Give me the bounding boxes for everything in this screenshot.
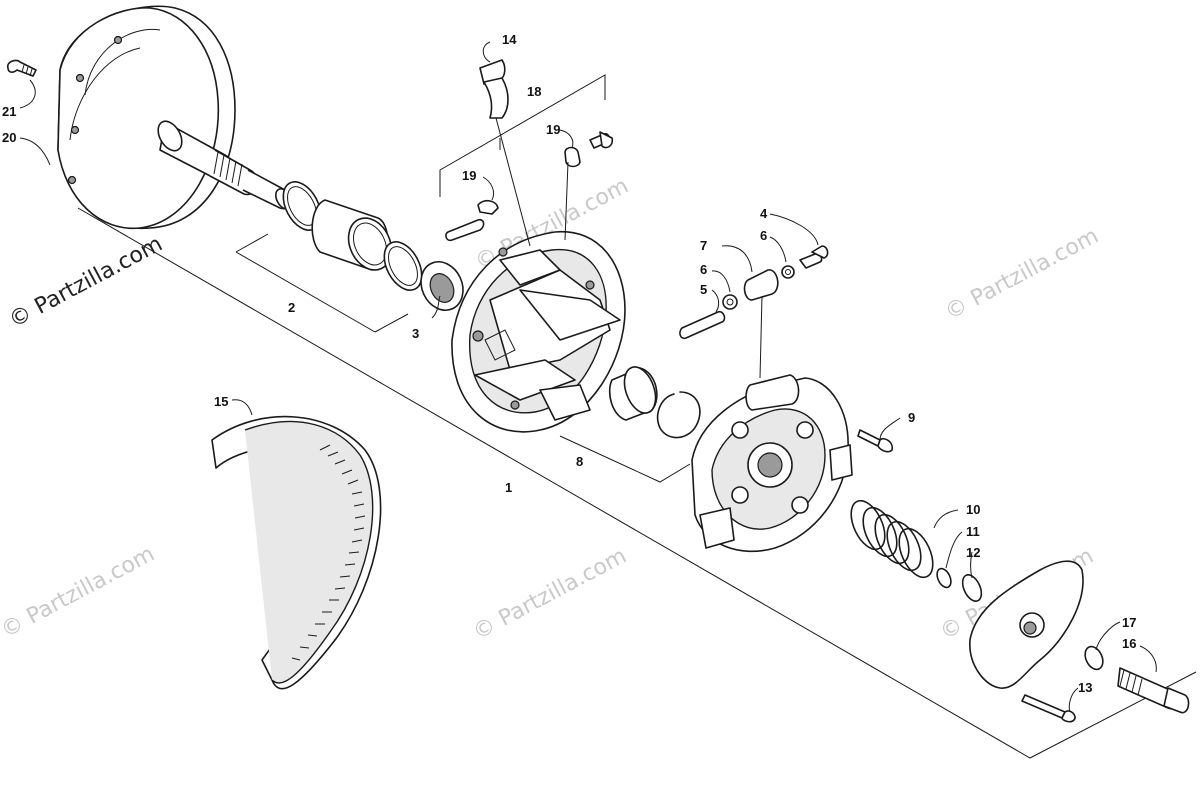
spring-icon [850, 499, 983, 602]
callout-7: 7 [700, 238, 707, 253]
bushing-group [235, 181, 464, 333]
callout-19: 19 [462, 168, 476, 183]
watermark-text: © Partzilla.com [941, 224, 1103, 326]
callout-1: 1 [505, 480, 512, 495]
watermark-text: © Partzilla.com [469, 544, 631, 646]
callout-16: 16 [1122, 636, 1136, 651]
callout-3: 3 [412, 326, 419, 341]
fixed-sheave-icon [57, 5, 293, 230]
callout-17: 17 [1122, 615, 1136, 630]
bearing-group [559, 366, 701, 483]
callout-21: 21 [2, 104, 16, 119]
callout-15: 15 [214, 394, 228, 409]
callout-labels: 21 20 14 18 19 19 4 6 7 6 5 2 3 15 9 8 1… [2, 32, 1136, 695]
assembly-bracket-1 [77, 207, 1197, 759]
callout-10: 10 [966, 502, 980, 517]
watermark-text: © Partzilla.com [0, 542, 159, 644]
callout-11: 11 [966, 524, 980, 539]
callout-2: 2 [288, 300, 295, 315]
movable-sheave-icon [445, 199, 626, 433]
callout-12: 12 [966, 545, 980, 560]
drive-belt-icon [211, 415, 382, 690]
callout-6: 6 [700, 262, 707, 277]
callout-6: 6 [760, 228, 767, 243]
callout-20: 20 [2, 130, 16, 145]
bolt-icon [564, 131, 614, 241]
callout-18: 18 [527, 84, 541, 99]
callout-19: 19 [546, 122, 560, 137]
cover-icon [691, 374, 894, 553]
callout-9: 9 [908, 410, 915, 425]
callout-8: 8 [576, 454, 583, 469]
screw-icon [6, 59, 37, 77]
spider-parts [679, 245, 829, 340]
spider-plate-icon [969, 560, 1190, 723]
cam-weight-icon [479, 59, 531, 247]
callout-5: 5 [700, 282, 707, 297]
assembly-bracket-18 [439, 74, 606, 197]
callout-4: 4 [760, 206, 768, 221]
watermark-text: © Partzilla.com [5, 232, 167, 334]
callout-14: 14 [502, 32, 517, 47]
leader-lines [19, 41, 1157, 713]
callout-13: 13 [1078, 680, 1092, 695]
